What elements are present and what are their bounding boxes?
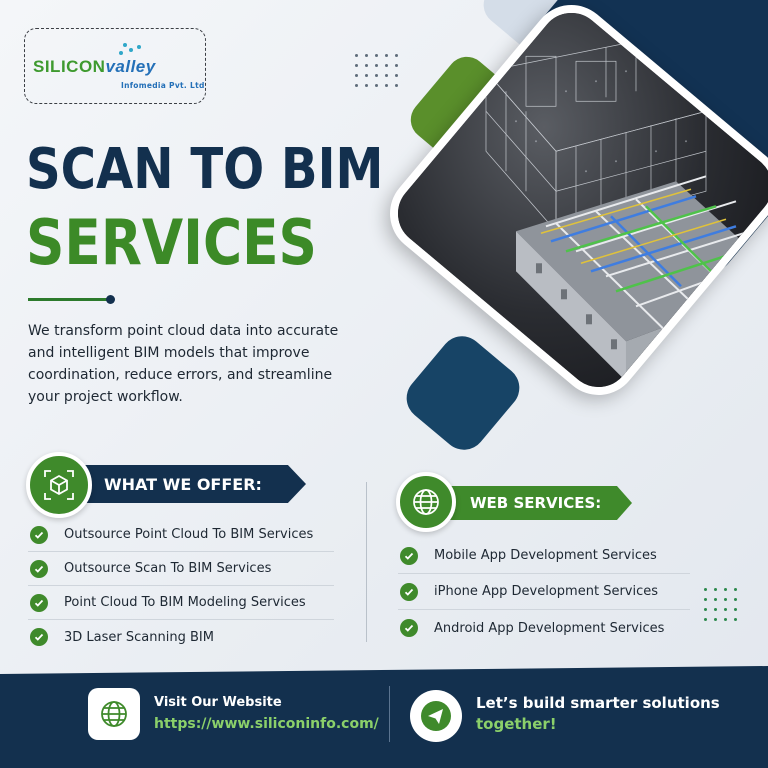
web-service-item-label: Mobile App Development Services [434, 548, 657, 563]
web-service-item-label: Android App Development Services [434, 620, 665, 636]
footer-divider [389, 686, 390, 742]
check-icon [400, 619, 418, 637]
offer-title-banner: WHAT WE OFFER: [80, 465, 306, 503]
cta-line-one: Let’s build smarter solutions [476, 694, 720, 712]
section-divider [366, 482, 367, 642]
check-icon [30, 593, 48, 612]
intro-paragraph: We transform point cloud data into accur… [28, 323, 339, 405]
list-item: Android App Development Services [398, 610, 690, 646]
list-item: Mobile App Development Services [398, 538, 690, 574]
list-item: Outsource Point Cloud To BIM Services [28, 518, 334, 552]
list-item: 3D Laser Scanning BIM [28, 620, 334, 654]
logo-dots-icon [117, 43, 147, 57]
visit-website-label: Visit Our Website [154, 695, 282, 710]
check-icon [30, 559, 48, 578]
web-services-list: Mobile App Development Services iPhone A… [398, 538, 690, 646]
offer-item-label: Outsource Scan To BIM Services [64, 561, 272, 576]
decorative-dots [355, 54, 398, 87]
offer-item-label: 3D Laser Scanning BIM [64, 629, 214, 645]
web-service-item-label: iPhone App Development Services [434, 584, 659, 599]
website-link[interactable]: https://www.siliconinfo.com/ [154, 716, 379, 732]
logo-wordmark: SILICONvalley [33, 57, 156, 76]
headline-underline [28, 295, 115, 304]
headline-line-one: SCAN TO BIM [26, 137, 384, 202]
check-icon [400, 546, 418, 565]
cta-line-two: together! [476, 715, 557, 733]
list-item: Outsource Scan To BIM Services [28, 552, 334, 586]
check-icon [30, 525, 48, 544]
offer-item-label: Point Cloud To BIM Modeling Services [64, 595, 306, 610]
logo-tagline: Infomedia Pvt. Ltd [121, 81, 205, 90]
list-item: Point Cloud To BIM Modeling Services [28, 586, 334, 620]
check-icon [400, 582, 418, 601]
headline-line-two: SERVICES [26, 206, 317, 279]
send-icon[interactable] [410, 690, 462, 742]
web-services-title-banner: WEB SERVICES: [444, 486, 632, 520]
globe-icon [396, 472, 456, 532]
decorative-shape [397, 327, 529, 459]
decorative-dots [704, 588, 737, 621]
check-icon [30, 628, 48, 646]
list-item: iPhone App Development Services [398, 574, 690, 610]
company-logo[interactable]: SILICONvalley Infomedia Pvt. Ltd [24, 28, 206, 104]
cube-scan-icon [26, 452, 92, 518]
globe-icon[interactable] [88, 688, 140, 740]
offer-item-label: Outsource Point Cloud To BIM Services [64, 527, 314, 542]
offer-list: Outsource Point Cloud To BIM Services Ou… [28, 518, 334, 654]
